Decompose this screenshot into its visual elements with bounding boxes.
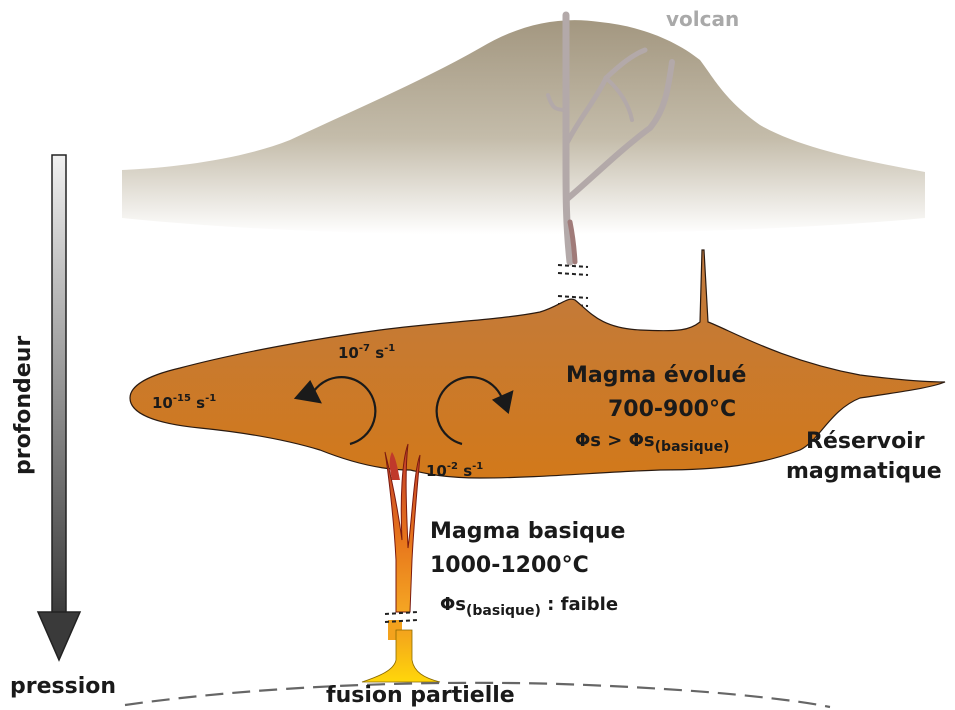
partial-melting-label: fusion partielle — [326, 683, 515, 708]
partial-melt-feeder — [362, 630, 440, 682]
reservoir-label-line1: Réservoir — [806, 429, 925, 454]
reservoir-label-line2: magmatique — [786, 459, 942, 484]
volcano-edifice — [122, 20, 925, 234]
evolved-magma-temperature: 700-900°C — [608, 397, 736, 422]
depth-pressure-arrow — [38, 155, 80, 660]
feeder-dykes — [385, 444, 420, 640]
volcano-label: volcan — [666, 7, 739, 31]
pressure-label: pression — [10, 674, 116, 699]
basic-viscosity-label: Φs(basique) : faible — [440, 594, 618, 619]
evolved-magma-title: Magma évolué — [566, 363, 746, 388]
depth-label: profondeur — [11, 336, 36, 475]
basic-magma-title: Magma basique — [430, 519, 625, 544]
basic-magma-temperature: 1000-1200°C — [430, 553, 589, 578]
